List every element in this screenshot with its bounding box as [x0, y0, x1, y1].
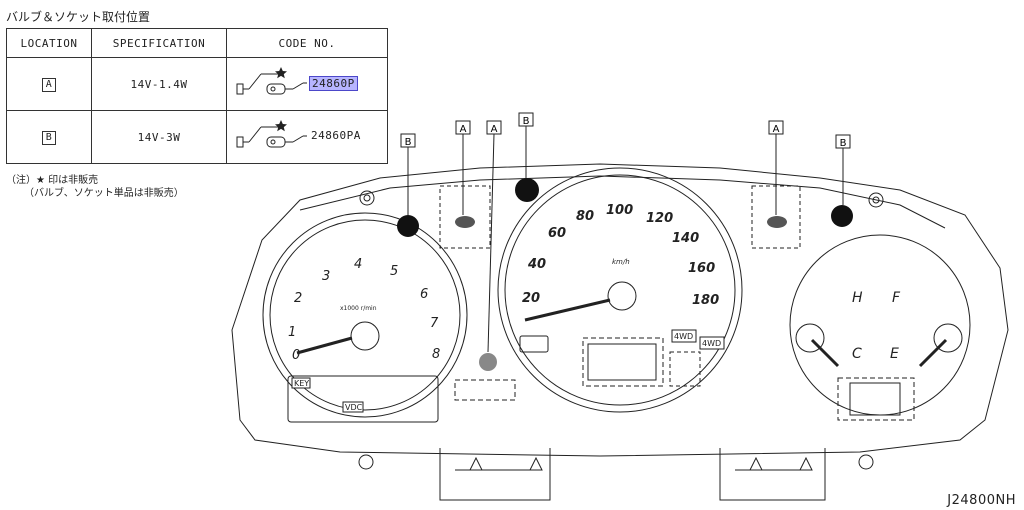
svg-text:B: B	[523, 116, 530, 127]
speedometer-hub	[607, 281, 637, 311]
speed-tick-label: 160	[688, 261, 715, 276]
combo-gauge-letters: H C F E	[852, 290, 901, 362]
callout-b: B	[400, 133, 416, 148]
page-title: バルブ＆ソケット取付位置	[6, 10, 151, 24]
tachometer-needle	[296, 336, 353, 355]
note-line: （バルブ、ソケット単品は非販売）	[24, 188, 184, 199]
tach-tick-label: 8	[432, 347, 440, 362]
table-header-row: LOCATION SPECIFICATION CODE NO.	[6, 28, 388, 58]
tach-unit-label: x1000 r/min	[340, 305, 377, 312]
tachometer-numbers: 0 1 2 3 4 5 6 7 8 x1000 r/min	[288, 257, 440, 363]
location-label: A	[42, 77, 56, 92]
callouts: B A A B A B	[400, 112, 851, 149]
note: （注）★ 印は非販売 （バルブ、ソケット単品は非販売）	[6, 174, 184, 200]
speed-tick-label: 120	[646, 211, 673, 226]
fuel-empty-label: E	[890, 346, 899, 362]
speed-unit-label: km/h	[612, 258, 630, 266]
tachometer-hub	[350, 321, 380, 351]
code-number: 24860PA	[311, 129, 361, 142]
table-row: B 14V-3W	[6, 110, 388, 164]
location-cell: B	[6, 110, 92, 164]
tach-tick-label: 1	[288, 325, 296, 340]
tach-tick-label: 0	[292, 348, 300, 363]
tachometer-dial	[269, 219, 461, 411]
speedometer-needle	[524, 298, 611, 322]
svg-text:A: A	[460, 124, 467, 135]
speedometer-dial	[504, 174, 736, 406]
tach-tick-label: 5	[390, 264, 398, 279]
callout-b: B	[518, 112, 534, 127]
bulb-socket-icon	[236, 120, 307, 148]
tach-tick-label: 3	[322, 269, 330, 284]
svg-text:A: A	[491, 124, 498, 135]
svg-text:B: B	[405, 137, 412, 148]
callout-a: A	[455, 120, 471, 135]
tach-tick-label: 7	[430, 316, 439, 331]
bulb-spec-table: LOCATION SPECIFICATION CODE NO. A 14V-1.…	[6, 28, 388, 164]
fuel-full-label: F	[892, 290, 901, 306]
callout-a: A	[486, 120, 502, 135]
temp-high-label: H	[852, 290, 863, 306]
code-number: 24860P	[309, 76, 358, 91]
speed-tick-label: 180	[692, 293, 719, 308]
speed-tick-label: 140	[672, 231, 699, 246]
tach-tick-label: 2	[294, 291, 302, 306]
spec-cell: 14V-1.4W	[91, 57, 227, 111]
indicator-labels: KEY VDC 4WD 4WD	[291, 329, 725, 413]
temp-low-label: C	[852, 346, 862, 362]
location-label: B	[42, 130, 56, 145]
awd-indicator: 4WD	[702, 339, 721, 348]
tach-tick-label: 4	[354, 257, 362, 272]
table-row: A 14V-1.4W	[6, 57, 388, 111]
temp-needle	[810, 338, 840, 368]
svg-text:A: A	[773, 124, 780, 135]
header-specification: SPECIFICATION	[91, 28, 227, 58]
speed-tick-label: 100	[606, 203, 633, 218]
speed-tick-label: 40	[527, 257, 546, 272]
callout-a: A	[768, 120, 784, 135]
bulb-socket-icon	[236, 67, 307, 95]
bulb-markers	[397, 178, 853, 371]
speedometer-numbers: 20 40 60 80 100 120 140 160 180 km/h	[522, 203, 719, 308]
key-indicator: KEY	[294, 379, 309, 388]
fuel-needle	[918, 338, 948, 368]
header-location: LOCATION	[6, 28, 92, 58]
awd-indicator: 4WD	[674, 332, 693, 341]
callout-b: B	[835, 134, 851, 149]
speed-tick-label: 80	[576, 209, 594, 224]
speed-tick-label: 60	[548, 226, 566, 241]
header-code: CODE NO.	[226, 28, 388, 58]
speed-tick-label: 20	[522, 291, 540, 306]
vdc-indicator: VDC	[345, 403, 363, 412]
tach-tick-label: 6	[420, 287, 428, 302]
spec-cell: 14V-3W	[91, 110, 227, 164]
code-cell: 24860P	[226, 57, 388, 111]
svg-text:B: B	[840, 138, 847, 149]
figure-id: J24800NH	[947, 493, 1016, 508]
note-line: （注）★ 印は非販売	[6, 175, 99, 186]
code-cell: 24860PA	[226, 110, 388, 164]
